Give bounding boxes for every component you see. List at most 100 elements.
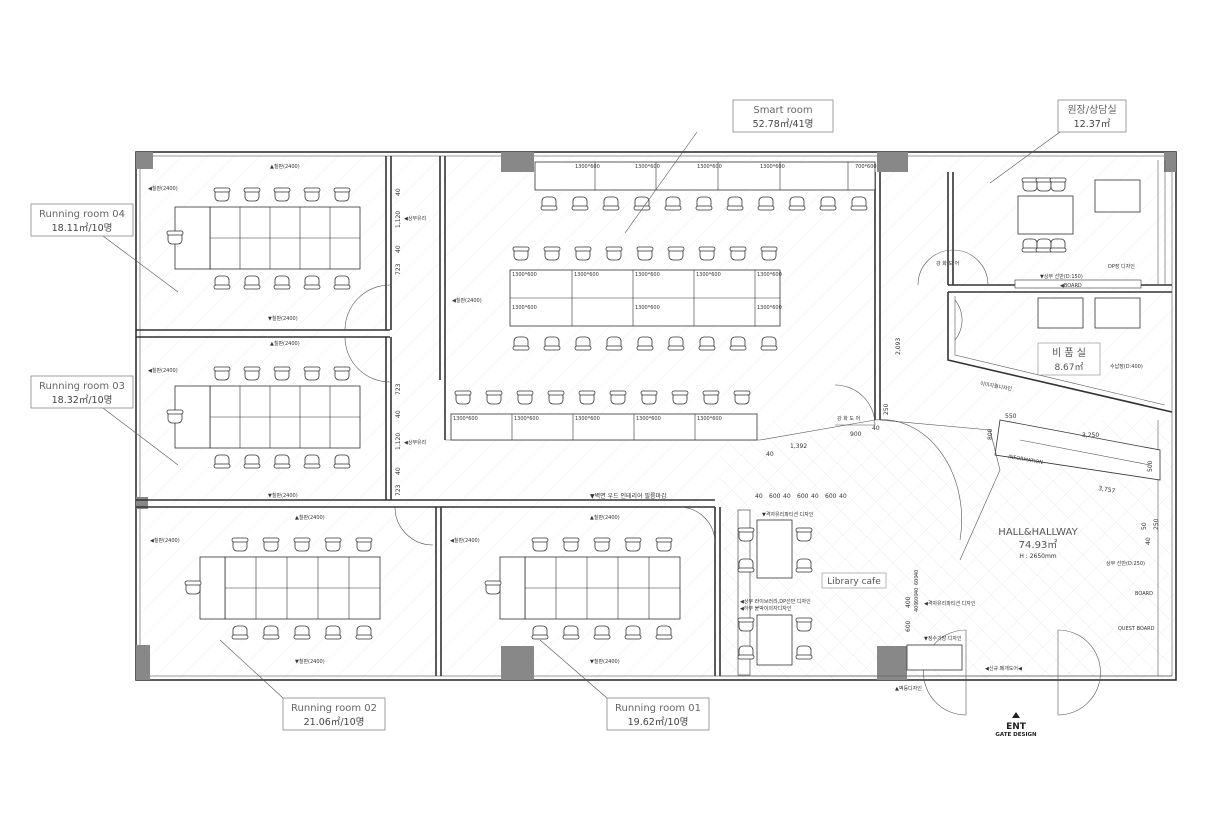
note-upper-shelf-250: 상부 선반(D:250) bbox=[1106, 560, 1145, 567]
wall-rr04-rr03 bbox=[136, 329, 390, 338]
chair bbox=[213, 187, 231, 202]
note-board-rr04-bottom: ▼칠판(2400) bbox=[268, 315, 298, 322]
svg-text:1300*600: 1300*600 bbox=[574, 272, 599, 278]
note-quest-board: QUEST BOARD bbox=[1118, 626, 1155, 632]
note-board-rr04-side: ◀칠판(2400) bbox=[148, 185, 178, 192]
callout-rr03: Running room 03 18.32㎡/10명 bbox=[30, 375, 179, 466]
rr02-area: 21.06㎡/10명 bbox=[304, 717, 365, 728]
chair bbox=[454, 390, 472, 405]
note-swing-door-1: 강 화 도 어 bbox=[936, 260, 959, 267]
hall-name: HALL&HALLWAY bbox=[998, 527, 1078, 538]
chair bbox=[605, 246, 623, 261]
rr03-area: 18.32㎡/10명 bbox=[52, 395, 113, 406]
chair bbox=[636, 246, 654, 261]
chair bbox=[733, 390, 751, 405]
wall-director-left bbox=[947, 172, 954, 285]
chair bbox=[671, 390, 689, 405]
chair bbox=[1035, 238, 1053, 253]
svg-text:700*600: 700*600 bbox=[855, 164, 877, 170]
door-swing bbox=[344, 336, 391, 383]
note-board-rr02-top: ▲칠판(2400) bbox=[295, 514, 325, 521]
svg-text:1,120: 1,120 bbox=[395, 433, 402, 450]
wall-rr01-right bbox=[714, 507, 721, 676]
door-swing bbox=[834, 384, 876, 426]
chair bbox=[213, 366, 231, 381]
chair bbox=[333, 366, 351, 381]
rr02-desks bbox=[199, 556, 381, 620]
note-dp-design: DP장 디자인 bbox=[1108, 263, 1135, 270]
chair bbox=[795, 558, 813, 573]
chair bbox=[655, 625, 673, 640]
svg-text:40: 40 bbox=[1145, 537, 1152, 545]
note-board-smart: ◀칠판(2400) bbox=[452, 297, 482, 304]
chair bbox=[293, 625, 311, 640]
svg-text:40: 40 bbox=[395, 467, 402, 475]
note-storage-d400: 수납장(D:400) bbox=[1110, 363, 1143, 370]
svg-text:1300*600: 1300*600 bbox=[760, 164, 785, 170]
svg-text:3,250: 3,250 bbox=[1082, 432, 1099, 439]
note-glass-top-2: ◀상부유리 bbox=[404, 439, 426, 446]
rr04-desks bbox=[174, 206, 361, 270]
dim-label: 40 bbox=[914, 570, 920, 576]
chair bbox=[243, 454, 261, 469]
callout-rr04: Running room 04 18.11㎡/10명 bbox=[30, 203, 179, 293]
chair bbox=[231, 537, 249, 552]
column bbox=[501, 152, 534, 172]
chair bbox=[698, 246, 716, 261]
note-board-rr02-bottom: ▼칠판(2400) bbox=[295, 658, 325, 665]
chair bbox=[1035, 177, 1053, 192]
chair bbox=[333, 187, 351, 202]
chair bbox=[795, 527, 813, 542]
chair bbox=[795, 645, 813, 660]
svg-text:1300*600: 1300*600 bbox=[512, 272, 537, 278]
dimension-labels: 40 1,120 40 723 723 40 1,120 40 723 2,09… bbox=[395, 188, 1160, 632]
chair bbox=[262, 625, 280, 640]
dim-label: 600 bbox=[914, 575, 920, 585]
library-label-box bbox=[821, 572, 887, 589]
chair bbox=[1049, 238, 1067, 253]
chair bbox=[333, 275, 351, 290]
chair bbox=[655, 537, 673, 552]
chair bbox=[605, 336, 623, 351]
ent-logo: ENT GATE DESIGN bbox=[995, 712, 1037, 738]
svg-text:723: 723 bbox=[395, 383, 402, 395]
chair bbox=[737, 617, 755, 632]
rr01-title: Running room 01 bbox=[615, 703, 701, 714]
chair bbox=[593, 625, 611, 640]
chair bbox=[624, 537, 642, 552]
chair bbox=[667, 246, 685, 261]
chair bbox=[273, 366, 291, 381]
svg-text:400: 400 bbox=[905, 596, 912, 608]
note-board-rr03-top: ▲칠판(2400) bbox=[270, 340, 300, 347]
column bbox=[136, 645, 150, 680]
wall-rr04-right bbox=[385, 156, 392, 330]
column bbox=[501, 646, 534, 680]
note-board-rr01-side: ◀칠판(2400) bbox=[450, 537, 480, 544]
svg-text:1300*600: 1300*600 bbox=[512, 305, 537, 311]
director-table bbox=[1014, 179, 1142, 289]
chair bbox=[667, 336, 685, 351]
dim-label: 600 bbox=[825, 493, 837, 500]
chair bbox=[609, 390, 627, 405]
rr03-desks bbox=[174, 385, 361, 449]
wall-smart-left bbox=[439, 156, 446, 440]
chair bbox=[819, 196, 837, 211]
chair bbox=[737, 527, 755, 542]
wall-bipum-inner bbox=[954, 296, 1166, 406]
smart-top-desks bbox=[534, 161, 876, 191]
smart-middle-desks bbox=[450, 269, 781, 441]
svg-text:40: 40 bbox=[395, 410, 402, 418]
note-glass-top-1: ◀상부유리 bbox=[404, 215, 426, 222]
svg-text:1300*600: 1300*600 bbox=[696, 272, 721, 278]
rr01-desks bbox=[499, 556, 681, 620]
svg-text:2,093: 2,093 bbox=[895, 338, 902, 355]
rr02-title: Running room 02 bbox=[291, 703, 377, 714]
dim-label: 600 bbox=[797, 493, 809, 500]
door-swing bbox=[952, 249, 989, 286]
svg-text:1300*600: 1300*600 bbox=[514, 416, 539, 422]
chair bbox=[293, 537, 311, 552]
chair bbox=[737, 645, 755, 660]
dim-label: 40 bbox=[783, 493, 791, 500]
callout-rr01: Running room 01 19.62㎡/10명 bbox=[539, 639, 710, 731]
